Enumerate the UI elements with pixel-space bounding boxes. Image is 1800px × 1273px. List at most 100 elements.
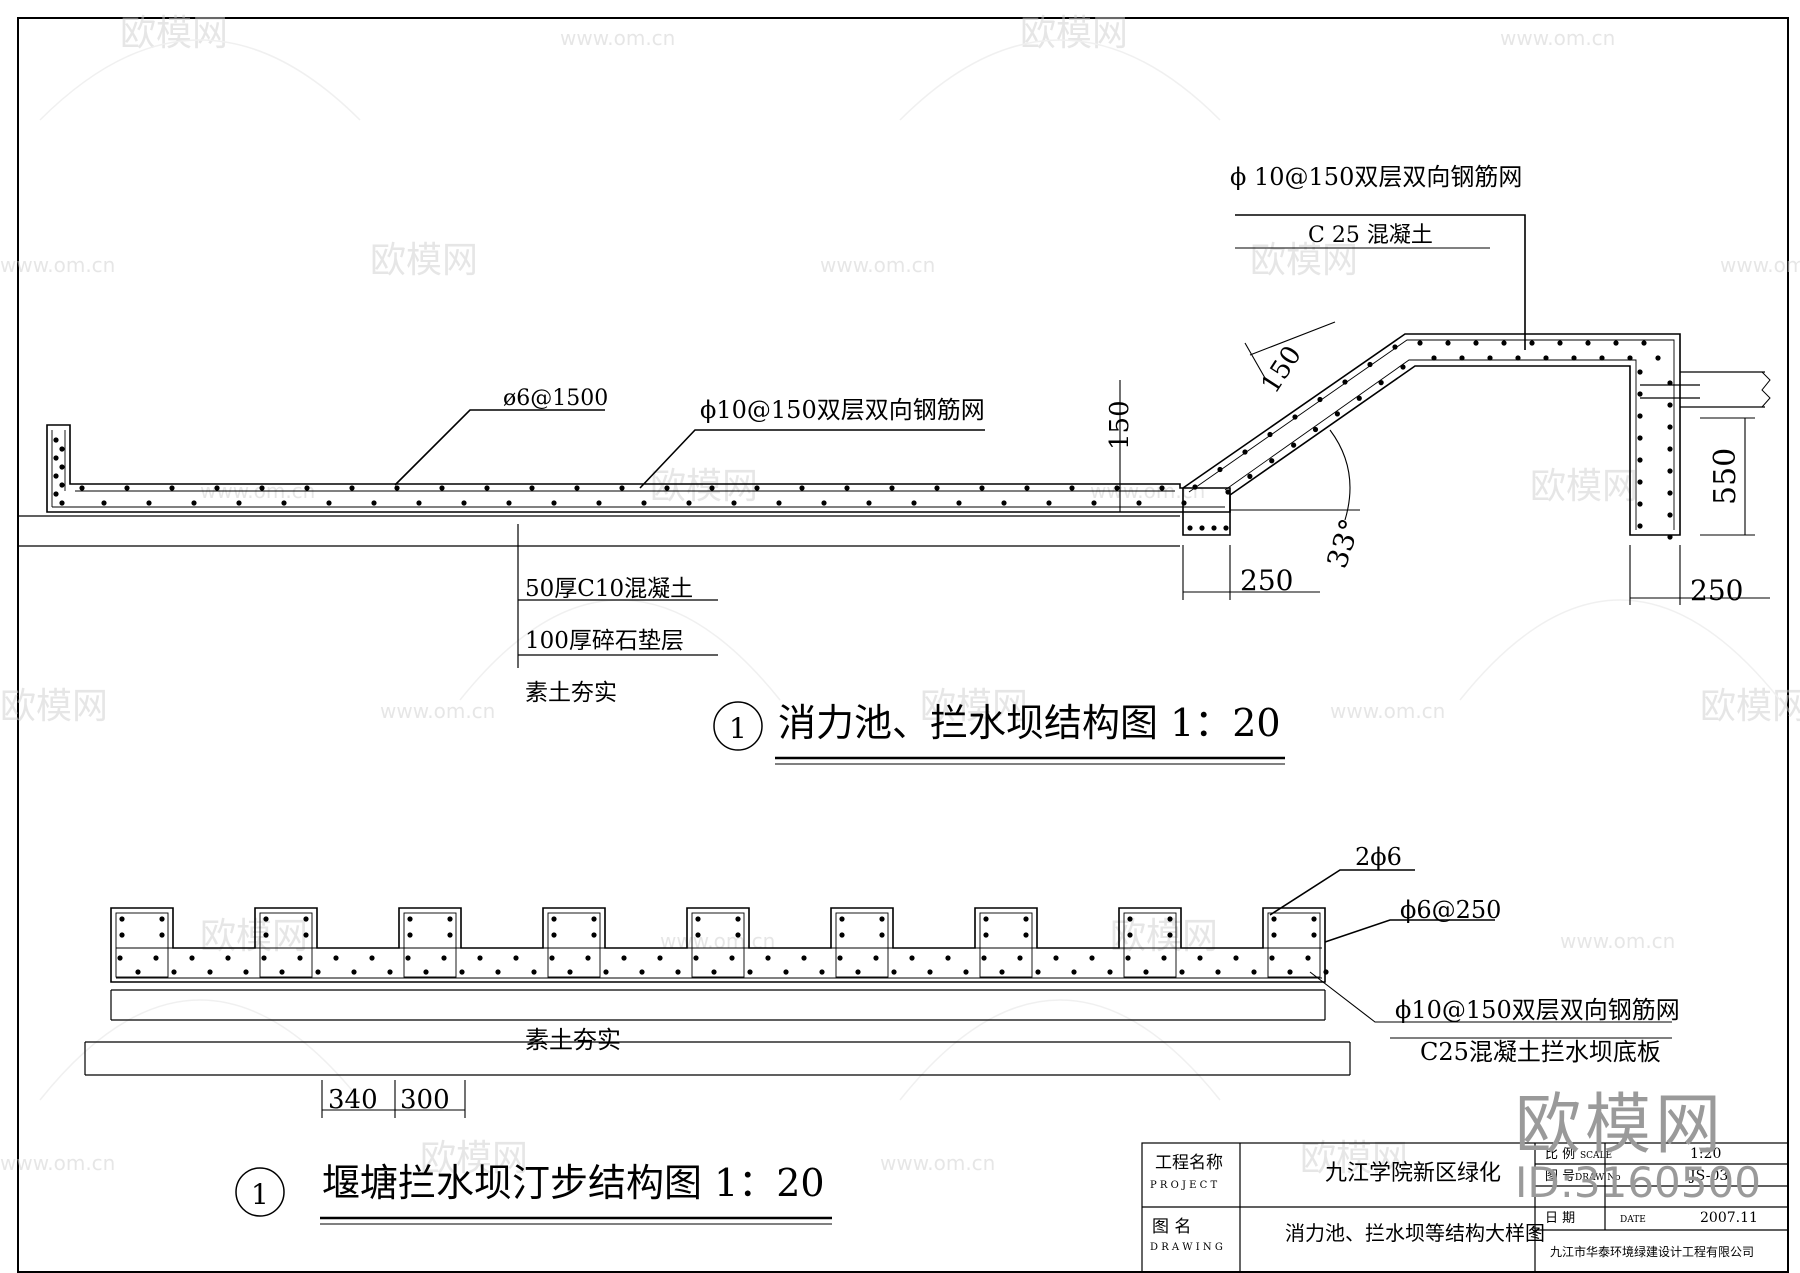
rebar-dot — [124, 485, 130, 491]
rebar-dot — [119, 932, 125, 938]
watermark-url: www.om.cn — [820, 253, 935, 277]
rebar-dot — [153, 955, 159, 961]
rebar-dot — [1487, 355, 1493, 361]
stilling-basin-section — [18, 214, 1771, 668]
rebar-dot — [1053, 955, 1059, 961]
watermark-url: www.om.cn — [880, 1151, 995, 1175]
weir-block-stirrup — [979, 912, 1033, 978]
rebar-dot — [1571, 355, 1577, 361]
watermark-brand: 欧模网 — [1700, 686, 1800, 727]
rebar-dot — [1223, 525, 1229, 531]
rebar-dot — [1637, 369, 1643, 375]
rebar-dot — [135, 969, 141, 975]
scale-en: SCALE — [1580, 1151, 1612, 1161]
rebar-dot — [53, 473, 59, 479]
rebar-dot — [119, 916, 125, 922]
dim-angle: 33° — [1320, 515, 1367, 572]
basin-slab-outline — [46, 424, 1231, 513]
rebar-dot — [394, 485, 400, 491]
leader-stirrup — [1324, 919, 1495, 943]
rebar-dot — [799, 485, 805, 491]
rebar-dot — [567, 969, 573, 975]
rebar-dot — [983, 932, 989, 938]
rebar-dot — [1667, 468, 1673, 474]
watermark-url: www.om.cn — [380, 699, 495, 723]
rebar-dot — [731, 500, 737, 506]
title-top: 消力池、拦水坝结构图 1：20 — [778, 701, 1281, 745]
label-mesh-right: ϕ 10@150双层双向钢筋网 — [1230, 163, 1522, 191]
rebar-dot — [225, 955, 231, 961]
watermark-brand: 欧模网 — [1110, 916, 1218, 957]
rebar-dot — [1392, 344, 1398, 350]
rebar-dot — [1023, 932, 1029, 938]
rebar-dot — [1417, 340, 1423, 346]
leader-bars-top — [1269, 869, 1415, 916]
date-value: 2007.11 — [1700, 1210, 1758, 1226]
rebar-dot — [1317, 396, 1323, 403]
project-name: 九江学院新区绿化 — [1325, 1161, 1501, 1186]
rebar-dot — [1217, 466, 1223, 473]
rebar-dot — [189, 955, 195, 961]
rebar-dot — [1400, 364, 1406, 370]
rebar-dot — [591, 932, 597, 938]
rebar-dot — [1271, 916, 1277, 922]
rebar-dot — [416, 500, 422, 506]
rebar-dot — [171, 969, 177, 975]
rebar-dot — [531, 969, 537, 975]
rebar-dot — [369, 955, 375, 961]
rebar-dot — [281, 500, 287, 506]
rebar-dot — [1167, 916, 1173, 922]
foundation-layers — [18, 515, 1180, 547]
rebar-dot — [603, 969, 609, 975]
rebar-dot — [981, 955, 987, 961]
rebar-dot — [279, 969, 285, 975]
label-bars-top: 2ϕ6 — [1355, 843, 1402, 871]
date-en: DATE — [1620, 1215, 1646, 1225]
watermark-brand: 欧模网 — [920, 686, 1028, 727]
rebar-dot — [963, 969, 969, 975]
rebar-dot — [101, 500, 107, 506]
weir-block-stirrup — [547, 912, 601, 978]
rebar-dot — [873, 955, 879, 961]
rebar-dot — [333, 955, 339, 961]
rebar-dot — [1667, 512, 1673, 518]
rebar-dot — [801, 955, 807, 961]
rebar-dot — [207, 969, 213, 975]
weir-base-layers — [84, 989, 1351, 1076]
rebar-dot — [1613, 340, 1619, 346]
rebar-dot — [747, 969, 753, 975]
project-label: 工程名称 — [1155, 1153, 1223, 1173]
weir-slab-lines — [111, 947, 1325, 983]
rebar-dot — [1557, 340, 1563, 346]
rebar-dot — [407, 932, 413, 938]
rebar-dot — [1127, 932, 1133, 938]
rebar-dot — [441, 955, 447, 961]
rebar-dot — [484, 485, 490, 491]
dam-slope-outline — [1182, 333, 1681, 536]
title-bottom: 堰塘拦水坝汀步结构图 1：20 — [322, 1161, 825, 1205]
rebar-dot — [934, 485, 940, 491]
rebar-dot — [1311, 932, 1317, 938]
leader-mesh-right — [1235, 214, 1526, 350]
rebar-dot — [447, 932, 453, 938]
rebar-dot — [695, 932, 701, 938]
rebar-dot — [1515, 355, 1521, 361]
rebar-dot — [459, 969, 465, 975]
dim-250-a: 250 — [1240, 564, 1293, 597]
dim-340: 340 — [328, 1085, 378, 1115]
rebar-dot — [1125, 955, 1131, 961]
label-layer1: 50厚C10混凝土 — [525, 576, 693, 602]
rebar-dot — [407, 916, 413, 922]
rebar-dot — [1089, 955, 1095, 961]
rebar-dot — [461, 500, 467, 506]
rebar-dot — [1199, 525, 1205, 531]
title-circle-top — [713, 701, 763, 751]
rebar-dot — [765, 955, 771, 961]
rebar-dot — [53, 491, 59, 497]
dim-250-b: 250 — [1690, 574, 1743, 607]
label-mesh-left: ϕ10@150双层双向钢筋网 — [700, 396, 985, 424]
rebar-dot — [837, 955, 843, 961]
rebar-dot — [551, 932, 557, 938]
rebar-dot — [1473, 340, 1479, 346]
